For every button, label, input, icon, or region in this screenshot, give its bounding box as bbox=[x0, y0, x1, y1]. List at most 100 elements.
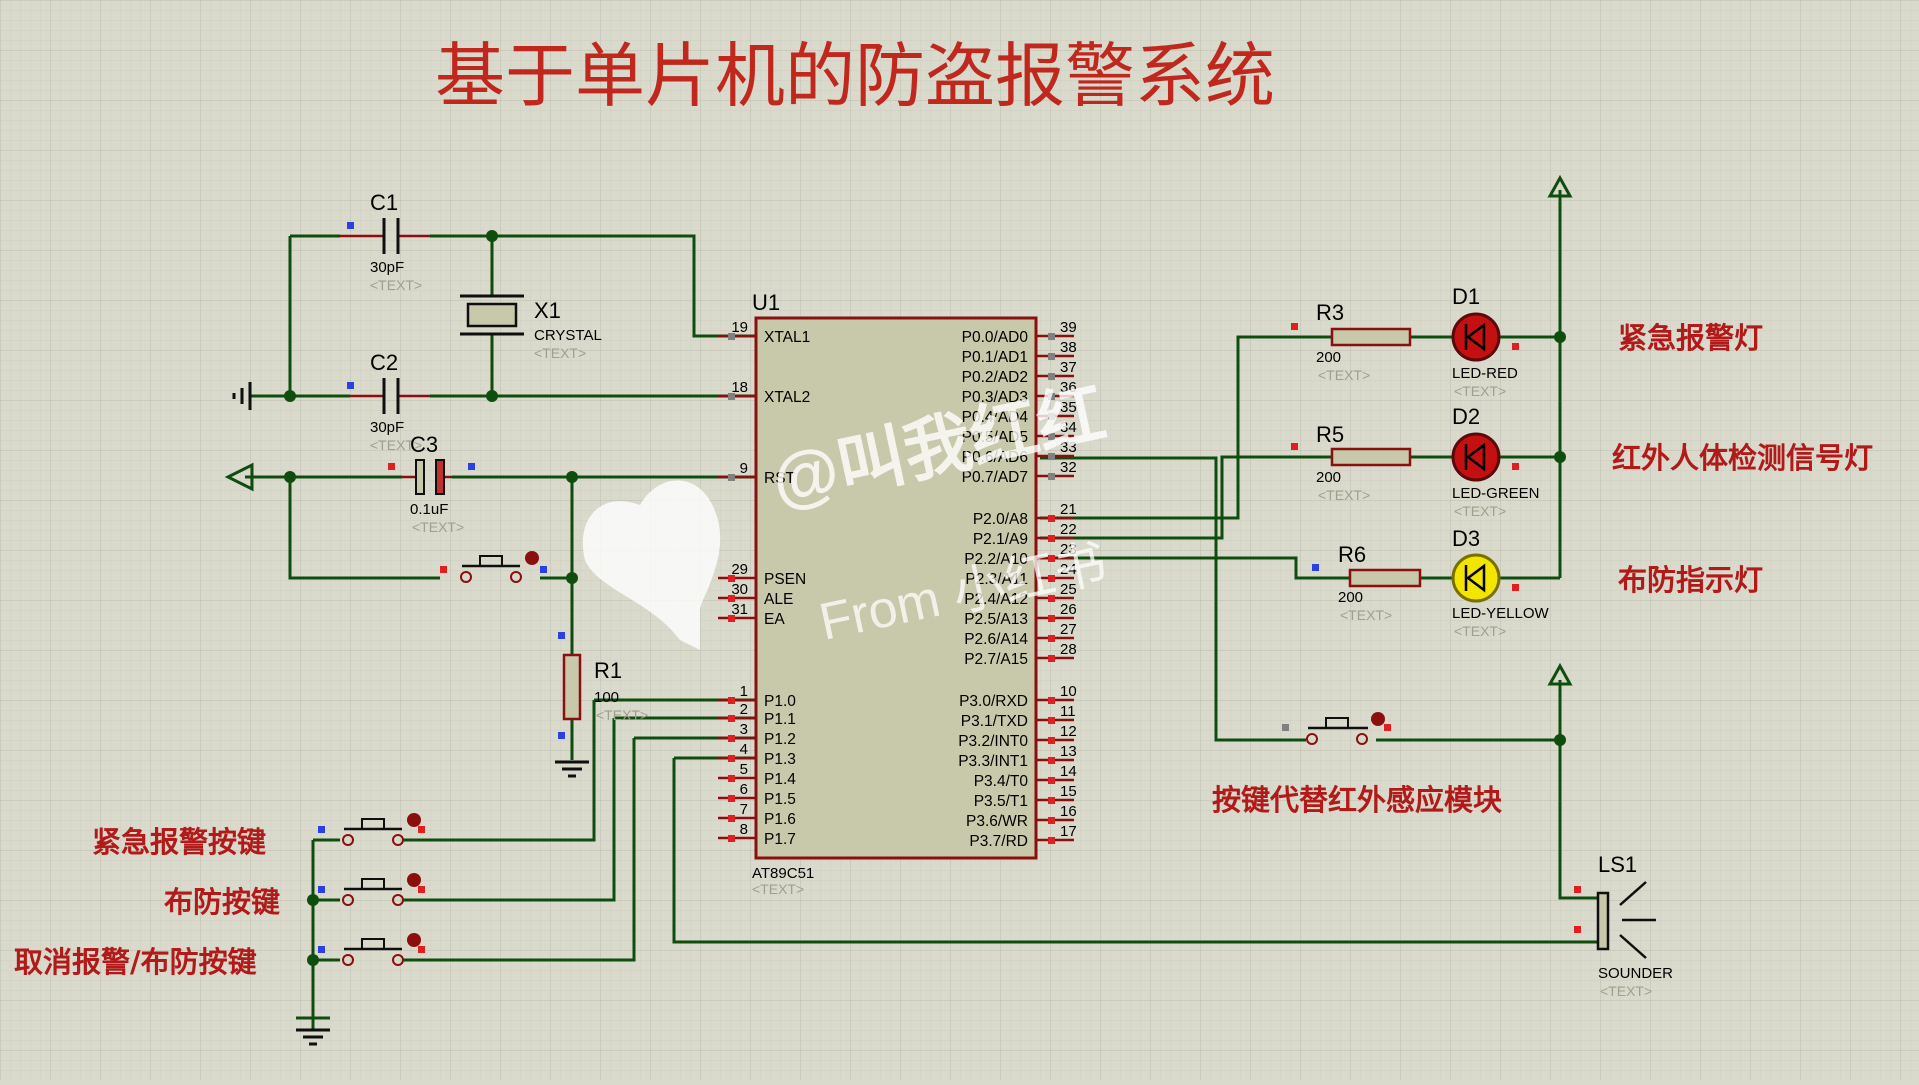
junction-dot bbox=[307, 954, 319, 966]
reset-button[interactable] bbox=[440, 551, 547, 583]
pin-number: 14 bbox=[1060, 763, 1077, 780]
pin-number: 24 bbox=[1060, 561, 1077, 578]
crystal-x1[interactable]: X1 CRYSTAL <TEXT> bbox=[460, 294, 602, 361]
pin-label: P3.2/INT0 bbox=[958, 733, 1028, 750]
pin-number: 36 bbox=[1060, 379, 1077, 396]
capacitor-c1[interactable]: C1 30pF <TEXT> bbox=[340, 190, 430, 293]
pin-label: EA bbox=[764, 611, 785, 628]
label-arm-button: 布防按键 bbox=[164, 885, 280, 919]
r6-ref: R6 bbox=[1338, 542, 1366, 567]
emergency-push-button[interactable] bbox=[318, 813, 425, 846]
pin-number: 1 bbox=[740, 683, 748, 700]
pin-label: P3.7/RD bbox=[969, 833, 1028, 850]
ground-symbol-left bbox=[232, 382, 252, 410]
pin-number: 6 bbox=[740, 781, 748, 798]
resistor-r5[interactable]: R5 200 <TEXT> bbox=[1291, 422, 1412, 503]
junction-dot bbox=[566, 471, 578, 483]
pin-number: 15 bbox=[1060, 783, 1077, 800]
r3-value: 200 bbox=[1316, 349, 1341, 366]
pin-number: 11 bbox=[1060, 703, 1076, 720]
capacitor-c2[interactable]: C2 30pF <TEXT> bbox=[347, 350, 430, 453]
pin-label: P3.6/WR bbox=[966, 813, 1028, 830]
mcu-pin-p1-7[interactable]: 8P1.7 bbox=[718, 821, 796, 848]
mcu-text: <TEXT> bbox=[752, 881, 804, 897]
d3-value: LED-YELLOW bbox=[1452, 605, 1550, 622]
capacitor-c3[interactable]: C3 0.1uF <TEXT> bbox=[388, 432, 475, 535]
pin-label: P0.7/AD7 bbox=[962, 469, 1028, 486]
arm-push-button[interactable] bbox=[318, 873, 425, 906]
mcu-pin-p1-0[interactable]: 1P1.0 bbox=[718, 683, 796, 710]
x1-ref: X1 bbox=[534, 298, 561, 323]
pin-number: 29 bbox=[731, 561, 748, 578]
pin-label: P0.5/AD5 bbox=[962, 429, 1028, 446]
mcu-pin-p1-2[interactable]: 3P1.2 bbox=[718, 721, 796, 748]
pin-label: P1.1 bbox=[764, 711, 796, 728]
cancel-push-button[interactable] bbox=[318, 933, 425, 966]
mcu-pin-p1-5[interactable]: 6P1.5 bbox=[718, 781, 796, 808]
junction-dot bbox=[486, 230, 498, 242]
mcu-ref: U1 bbox=[752, 290, 780, 315]
pin-number: 26 bbox=[1060, 601, 1077, 618]
resistor-r3[interactable]: R3 200 <TEXT> bbox=[1291, 300, 1412, 383]
ir-replacement-button[interactable] bbox=[1282, 712, 1391, 745]
ls1-text: <TEXT> bbox=[1600, 983, 1652, 999]
mcu-u1[interactable]: U1 AT89C51 <TEXT> 19XTAL118XTAL29RST29PS… bbox=[718, 290, 1077, 897]
resistor-r6[interactable]: R6 200 <TEXT> bbox=[1312, 542, 1422, 623]
pin-label: P2.1/A9 bbox=[973, 531, 1028, 548]
pin-number: 30 bbox=[731, 581, 748, 598]
label-cancel-button: 取消报警/布防按键 bbox=[14, 945, 257, 979]
label-ir-led: 红外人体检测信号灯 bbox=[1612, 441, 1873, 475]
sounder-ls1[interactable]: LS1 SOUNDER <TEXT> bbox=[1574, 852, 1673, 999]
pin-number: 39 bbox=[1060, 319, 1077, 336]
c3-text: <TEXT> bbox=[412, 519, 464, 535]
resistor-r1[interactable]: R1 100 <TEXT> bbox=[558, 632, 648, 739]
pin-label: P1.6 bbox=[764, 811, 796, 828]
mcu-pin-p1-4[interactable]: 5P1.4 bbox=[718, 761, 796, 788]
pin-label: P0.0/AD0 bbox=[962, 329, 1029, 346]
pin-label: P3.1/TXD bbox=[961, 713, 1028, 730]
r1-ref: R1 bbox=[594, 658, 622, 683]
mcu-pin-p1-3[interactable]: 4P1.3 bbox=[718, 741, 796, 768]
pin-number: 4 bbox=[740, 741, 748, 758]
led-d1[interactable]: D1 LED-RED <TEXT> bbox=[1451, 284, 1519, 399]
led-d3[interactable]: D3 LED-YELLOW <TEXT> bbox=[1451, 526, 1550, 639]
mcu-pin-p1-1[interactable]: 2P1.1 bbox=[718, 701, 796, 728]
junction-dot bbox=[486, 390, 498, 402]
pin-label: P2.6/A14 bbox=[964, 631, 1028, 648]
led-d2[interactable]: D2 LED-GREEN <TEXT> bbox=[1451, 404, 1540, 519]
d2-text: <TEXT> bbox=[1454, 503, 1506, 519]
c3-value: 0.1uF bbox=[410, 501, 448, 518]
mcu-pin-p1-6[interactable]: 7P1.6 bbox=[718, 801, 796, 828]
pin-number: 16 bbox=[1060, 803, 1077, 820]
